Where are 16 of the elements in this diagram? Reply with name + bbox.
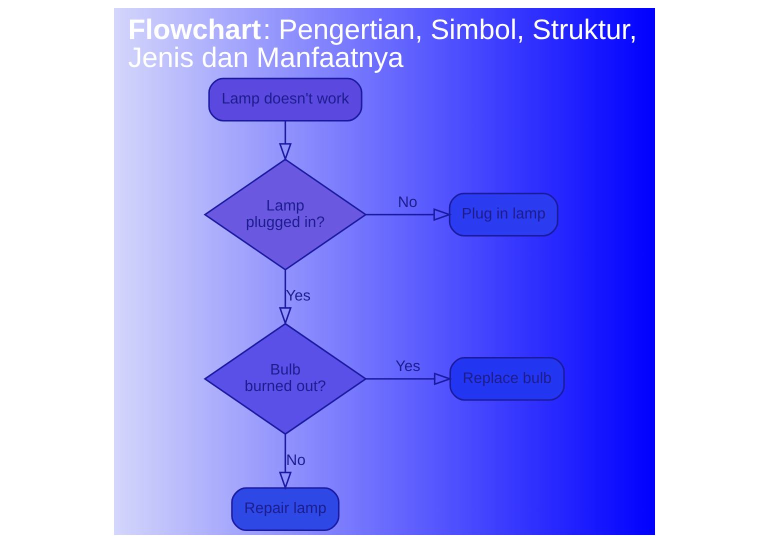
node-box: Replace bulb (448, 357, 564, 401)
node-box: Plug in lamp (448, 192, 558, 236)
edge-label: No (286, 452, 306, 470)
arrow (365, 372, 452, 386)
diagram-title: Flowchart: Pengertian, Simbol, Struktur, Jenis dan Manfaatnya (128, 14, 637, 73)
edge-label: No (397, 194, 417, 211)
arrow (366, 208, 452, 221)
arrow (278, 434, 292, 490)
node-box: Repair lamp (230, 487, 339, 532)
node-box: Lamp doesn't work (208, 78, 362, 122)
edge-label: Yes (285, 288, 310, 305)
node-diamond: Lamp plugged in? (203, 158, 367, 271)
arrow (278, 120, 292, 162)
arrow (278, 270, 292, 326)
node-diamond: Bulb burned out? (203, 322, 367, 435)
edge-label: Yes (395, 358, 420, 376)
